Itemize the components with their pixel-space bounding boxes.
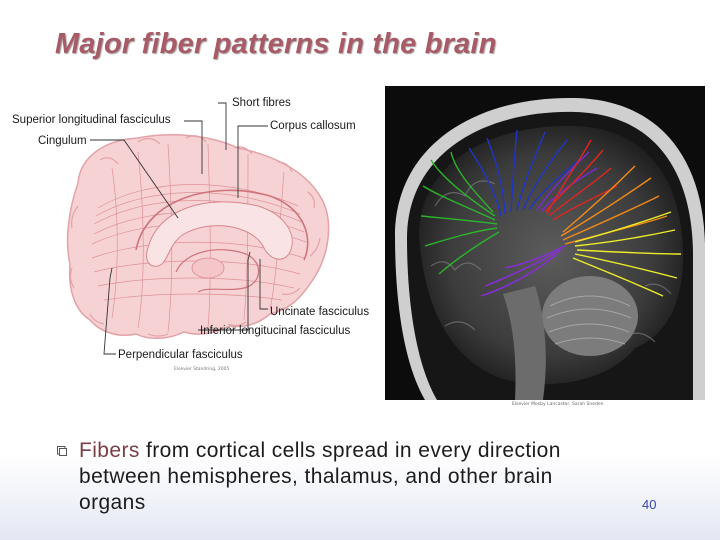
brain-outline — [66, 134, 330, 339]
mri-tractography-image — [385, 86, 705, 400]
label-perpendicular: Perpendicular fasciculus — [118, 349, 243, 361]
diagram-credit: Elsevier Standring, 2005 — [174, 366, 230, 372]
page-number: 40 — [642, 497, 657, 512]
bullet-accent-word: Fibers — [79, 439, 140, 462]
mri-svg — [385, 86, 705, 400]
bullet-body: from cortical cells spread in every dire… — [79, 439, 561, 514]
bullet-text: Fibers from cortical cells spread in eve… — [79, 438, 625, 516]
fiber-diagram: Short fibres Superior longitudinal fasci… — [8, 88, 384, 378]
leader-lines — [90, 102, 268, 355]
label-cingulum: Cingulum — [38, 135, 87, 147]
label-short-fibres: Short fibres — [232, 97, 291, 109]
mri-credit: Elsevier Mosby Lancaster, Sarah Sneden — [512, 402, 604, 407]
checkbox-bullet-icon — [57, 446, 67, 456]
corpus-callosum-shape — [145, 201, 293, 267]
label-inferior-longitudinal: Inferior longitucinal fasciculus — [200, 325, 350, 337]
label-uncinate: Uncinate fasciculus — [270, 306, 369, 318]
bullet-point: Fibers from cortical cells spread in eve… — [55, 438, 625, 516]
slide-title: Major fiber patterns in the brain — [55, 28, 497, 60]
label-superior-longitudinal: Superior longitudinal fasciculus — [12, 114, 171, 126]
fiber-diagram-svg: Short fibres Superior longitudinal fasci… — [12, 97, 369, 372]
label-corpus-callosum: Corpus callosum — [270, 120, 356, 132]
tract-fibers — [420, 129, 682, 297]
